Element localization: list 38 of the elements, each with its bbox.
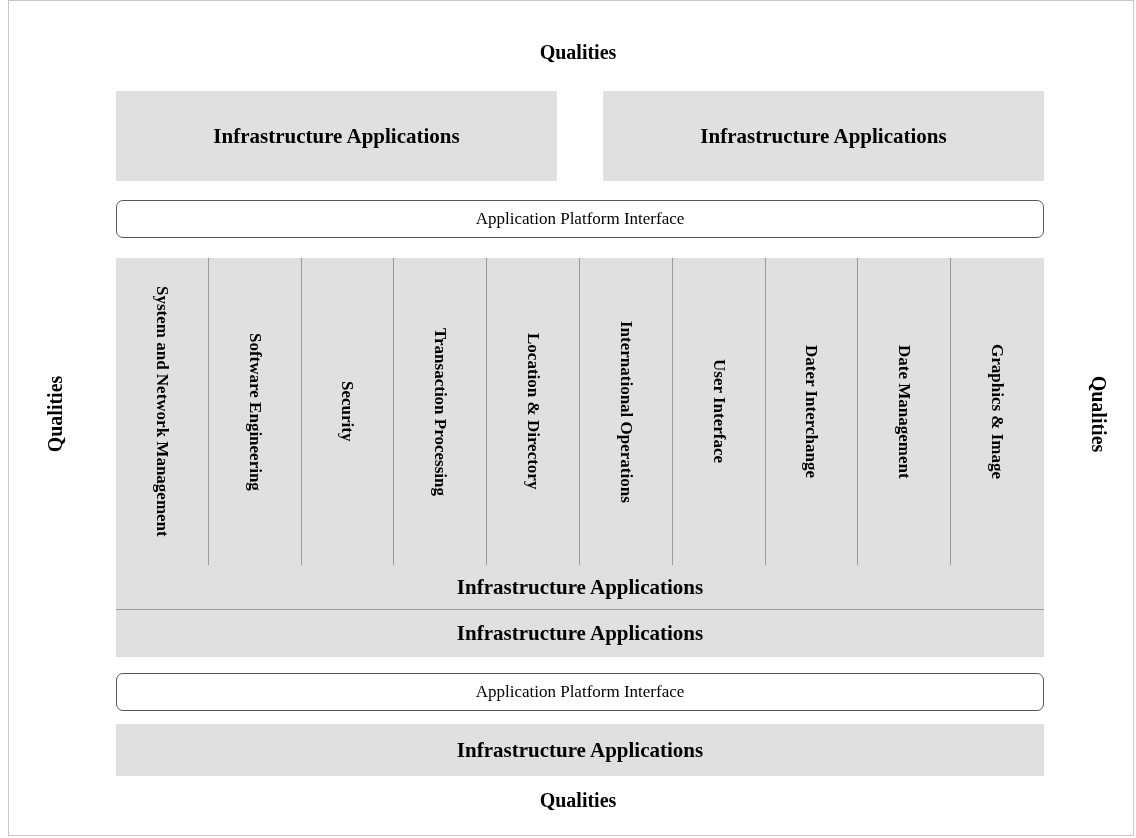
column-label: Graphics & Image [987, 343, 1008, 479]
side-label: Qualities [1086, 375, 1110, 453]
side-label: Qualities [539, 788, 617, 812]
column-label: Security [337, 381, 358, 442]
column-label: Date Management [894, 344, 914, 479]
side-label: Qualities [43, 375, 67, 453]
layer-box [116, 91, 557, 181]
column-label: Dater Interchange [801, 345, 822, 478]
column-label: System and Network Management [152, 286, 172, 537]
layer-box [116, 565, 1044, 610]
service-column [673, 258, 766, 565]
interface-bar [116, 673, 1044, 711]
layer-label: Application Platform Interface [475, 682, 685, 702]
service-column [209, 258, 302, 565]
layer-label: Application Platform Interface [475, 209, 685, 229]
service-column [394, 258, 487, 565]
layer-box [603, 91, 1044, 181]
layer-label: Infrastructure Applications [700, 123, 947, 149]
service-column [302, 258, 394, 565]
layer-label: Infrastructure Applications [456, 621, 704, 646]
service-column [116, 258, 209, 565]
column-label: User Interface [709, 359, 729, 464]
service-column [951, 258, 1044, 565]
column-label: Transaction Processing [430, 327, 450, 496]
service-column [580, 258, 673, 565]
service-column [858, 258, 951, 565]
column-label: Location & Directory [523, 333, 543, 490]
layer-box [116, 724, 1044, 776]
service-column [487, 258, 580, 565]
interface-bar [116, 200, 1044, 238]
column-label: International Operations [616, 320, 636, 503]
layer-box [116, 610, 1044, 657]
column-label: Software Engineering [245, 332, 265, 491]
side-label: Qualities [539, 40, 617, 64]
layer-label: Infrastructure Applications [456, 737, 704, 763]
service-column [766, 258, 858, 565]
layer-label: Infrastructure Applications [456, 574, 704, 600]
layer-label: Infrastructure Applications [213, 123, 460, 149]
